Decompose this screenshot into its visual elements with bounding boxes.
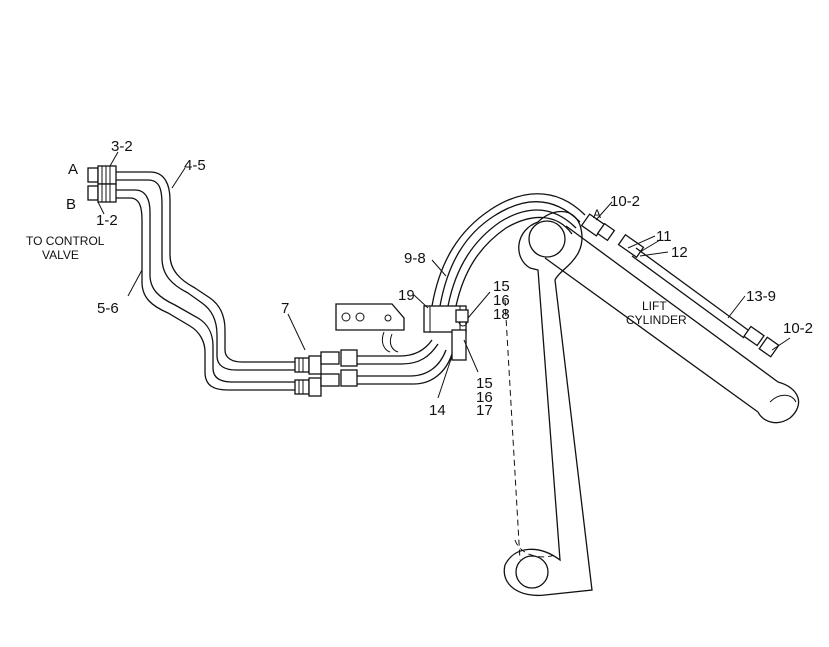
callout-7: 7 bbox=[281, 300, 289, 317]
port-a-label: A bbox=[68, 161, 78, 178]
callout-labels: A B 3-2 1-2 4-5 5-6 7 9-8 19 15 16 18 15… bbox=[26, 138, 813, 419]
valve-fittings bbox=[87, 165, 117, 203]
callout-11: 11 bbox=[656, 228, 672, 245]
hose-group-manifold bbox=[357, 339, 453, 385]
callout-10-2-bottom: 10-2 bbox=[783, 320, 813, 337]
lift-cylinder-note-line2: CYLINDER bbox=[626, 313, 687, 327]
control-valve-note-line2: VALVE bbox=[42, 248, 79, 262]
callout-10-2-top: 10-2 bbox=[610, 193, 640, 210]
callout-16-bottom: 16 bbox=[476, 389, 493, 406]
callout-5-6: 5-6 bbox=[97, 300, 119, 317]
callout-9-8: 9-8 bbox=[404, 250, 426, 267]
callout-12: 12 bbox=[671, 244, 688, 261]
callout-17: 17 bbox=[476, 402, 493, 419]
lift-cylinder bbox=[544, 225, 800, 424]
callout-1-2: 1-2 bbox=[96, 212, 118, 229]
manifold-block bbox=[423, 305, 469, 361]
mounting-bracket bbox=[335, 303, 405, 353]
callout-15-bottom: 15 bbox=[476, 375, 493, 392]
callout-13-9: 13-9 bbox=[746, 288, 776, 305]
leader-lines bbox=[97, 151, 791, 399]
callout-4-5: 4-5 bbox=[184, 157, 206, 174]
port-b-label: B bbox=[66, 196, 76, 213]
control-valve-note-line1: TO CONTROL bbox=[26, 234, 105, 248]
hose-group-upper bbox=[431, 193, 586, 307]
callout-14: 14 bbox=[429, 402, 446, 419]
callout-15-top: 15 bbox=[493, 278, 510, 295]
callout-19: 19 bbox=[398, 287, 415, 304]
lift-arm bbox=[503, 210, 593, 597]
lift-cylinder-note-line1: LIFT bbox=[642, 299, 667, 313]
callout-3-2: 3-2 bbox=[111, 138, 133, 155]
middle-fittings bbox=[294, 349, 358, 397]
cylinder-port-a-label: A bbox=[593, 207, 601, 221]
cylinder-head-fittings bbox=[580, 213, 661, 259]
callout-18: 18 bbox=[493, 306, 510, 323]
hose-group-lower bbox=[116, 171, 295, 391]
callout-16-top: 16 bbox=[493, 292, 510, 309]
